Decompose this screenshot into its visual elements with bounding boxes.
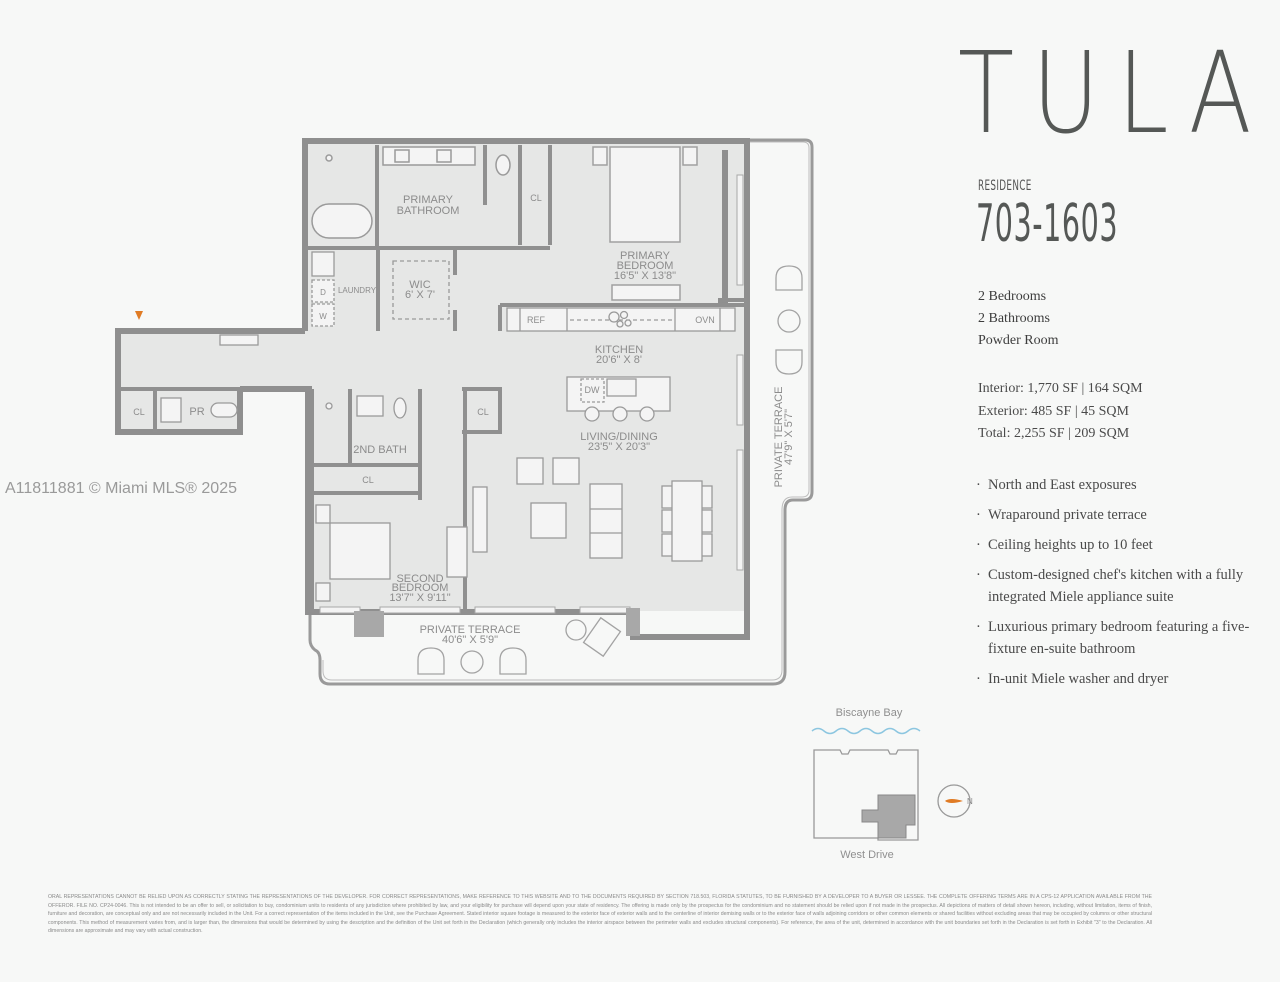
- cooktop-icon: [608, 311, 620, 323]
- residence-label: RESIDENCE: [978, 178, 1032, 194]
- windows: [319, 174, 744, 614]
- unit-specs: 2 Bedrooms 2 Bathrooms Powder Room: [978, 286, 1059, 352]
- floor-plan: PRIMARY BATHROOM PRIMARY BEDROOM 16'5" X…: [115, 138, 814, 686]
- label-terrace-east-2: 47'9" X 5'7": [783, 409, 795, 465]
- label-primary-bath-2: BATHROOM: [397, 205, 460, 217]
- label-primary-bed-1: PRIMARY: [620, 250, 671, 262]
- label-primary-bed-2: BEDROOM: [617, 260, 674, 272]
- label-second-bed-2: BEDROOM: [392, 582, 449, 594]
- label-cl-living: CL: [477, 407, 489, 417]
- label-dryer: D: [320, 288, 326, 297]
- feature-item: ·Luxurious primary bedroom featuring a f…: [976, 616, 1266, 660]
- bullet-icon: ·: [976, 477, 981, 493]
- laundry-fixtures: [311, 251, 335, 327]
- wic-outline: [392, 260, 450, 320]
- label-pr: PR: [189, 406, 204, 418]
- water-wave-icon: [811, 727, 921, 735]
- second-bed: [315, 504, 468, 602]
- label-washer: W: [319, 312, 327, 321]
- bullet-icon: ·: [976, 671, 981, 687]
- terrace-inner-line: [322, 141, 810, 681]
- label-cl-bath: CL: [530, 193, 542, 203]
- area-interior: Interior: 1,770 SF | 164 SQM: [978, 381, 1143, 396]
- bay-label: Biscayne Bay: [836, 707, 903, 719]
- primary-bath-fixtures: [311, 146, 511, 239]
- label-terrace-south-2: 40'6" X 5'9": [442, 634, 498, 646]
- entry-bench: [219, 334, 259, 346]
- columns: [354, 608, 640, 637]
- label-living-1: LIVING/DINING: [580, 431, 658, 443]
- feature-item: ·In-unit Miele washer and dryer: [976, 668, 1266, 690]
- area-total: Total: 2,255 SF | 209 SQM: [978, 426, 1130, 441]
- label-laundry: LAUNDRY: [338, 286, 377, 295]
- toilet-icon: [495, 154, 511, 176]
- label-dw: DW: [585, 385, 600, 395]
- label-terrace-east-1: PRIVATE TERRACE: [773, 387, 785, 488]
- label-ref: REF: [527, 315, 546, 325]
- label-second-bed-1: SECOND: [396, 573, 443, 585]
- label-second-bed-3: 13'7" X 9'11": [389, 592, 450, 604]
- street-label: West Drive: [840, 849, 894, 861]
- label-wic-2: 6' X 7': [405, 289, 435, 301]
- terrace-furniture: [417, 265, 803, 675]
- label-primary-bath-1: PRIMARY: [403, 194, 454, 206]
- building-outline: [813, 749, 919, 841]
- unit-highlight: [861, 794, 916, 839]
- bullet-icon: ·: [976, 507, 981, 523]
- feature-item: ·Custom-designed chef's kitchen with a f…: [976, 564, 1266, 608]
- legal-disclaimer: ORAL REPRESENTATIONS CANNOT BE RELIED UP…: [48, 894, 1152, 935]
- north-label: N: [967, 797, 973, 806]
- brand-logo: TULA: [958, 29, 1270, 159]
- label-cl-second: CL: [362, 475, 374, 485]
- north-arrow-icon: [945, 799, 963, 803]
- feature-item: ·North and East exposures: [976, 474, 1266, 496]
- label-primary-bed-3: 16'5" X 13'8": [614, 270, 676, 282]
- label-terrace-south-1: PRIVATE TERRACE: [420, 624, 521, 636]
- spec-bathrooms: 2 Bathrooms: [978, 311, 1050, 326]
- interior-walls: [120, 145, 747, 612]
- label-2nd-bath: 2ND BATH: [353, 444, 407, 456]
- mls-watermark: A11811881 © Miami MLS® 2025: [5, 480, 237, 497]
- bath-fixtures: [160, 334, 407, 423]
- label-kitchen-1: KITCHEN: [595, 344, 643, 356]
- bullet-icon: ·: [976, 567, 981, 583]
- key-map: Biscayne Bay N West Drive: [811, 707, 973, 861]
- bullet-icon: ·: [976, 537, 981, 553]
- room-labels: PRIMARY BATHROOM PRIMARY BEDROOM 16'5" X…: [133, 193, 795, 646]
- label-living-2: 23'5" X 20'3": [588, 441, 650, 453]
- feature-item: ·Wraparound private terrace: [976, 504, 1266, 526]
- feature-item: ·Ceiling heights up to 10 feet: [976, 534, 1266, 556]
- living-furniture: [472, 457, 713, 562]
- label-wic-1: WIC: [409, 279, 430, 291]
- spec-powder-room: Powder Room: [978, 333, 1059, 348]
- unit-areas: Interior: 1,770 SF | 164 SQM Exterior: 4…: [978, 378, 1143, 446]
- entry-marker-icon: [135, 311, 143, 320]
- kitchen-counter: [506, 307, 736, 422]
- label-ovn: OVN: [695, 315, 715, 325]
- area-exterior: Exterior: 485 SF | 45 SQM: [978, 403, 1129, 419]
- feature-list: ·North and East exposures ·Wraparound pr…: [976, 474, 1266, 698]
- spec-bedrooms: 2 Bedrooms: [978, 289, 1047, 304]
- label-cl-entry: CL: [133, 407, 145, 417]
- primary-bed: [592, 146, 698, 301]
- terrace-outline: [308, 138, 814, 686]
- label-kitchen-2: 20'6" X 8': [596, 354, 642, 366]
- compass-icon: [937, 784, 971, 818]
- bathtub-icon: [311, 203, 373, 239]
- bullet-icon: ·: [976, 619, 981, 635]
- residence-number: 703-1603: [976, 194, 1119, 254]
